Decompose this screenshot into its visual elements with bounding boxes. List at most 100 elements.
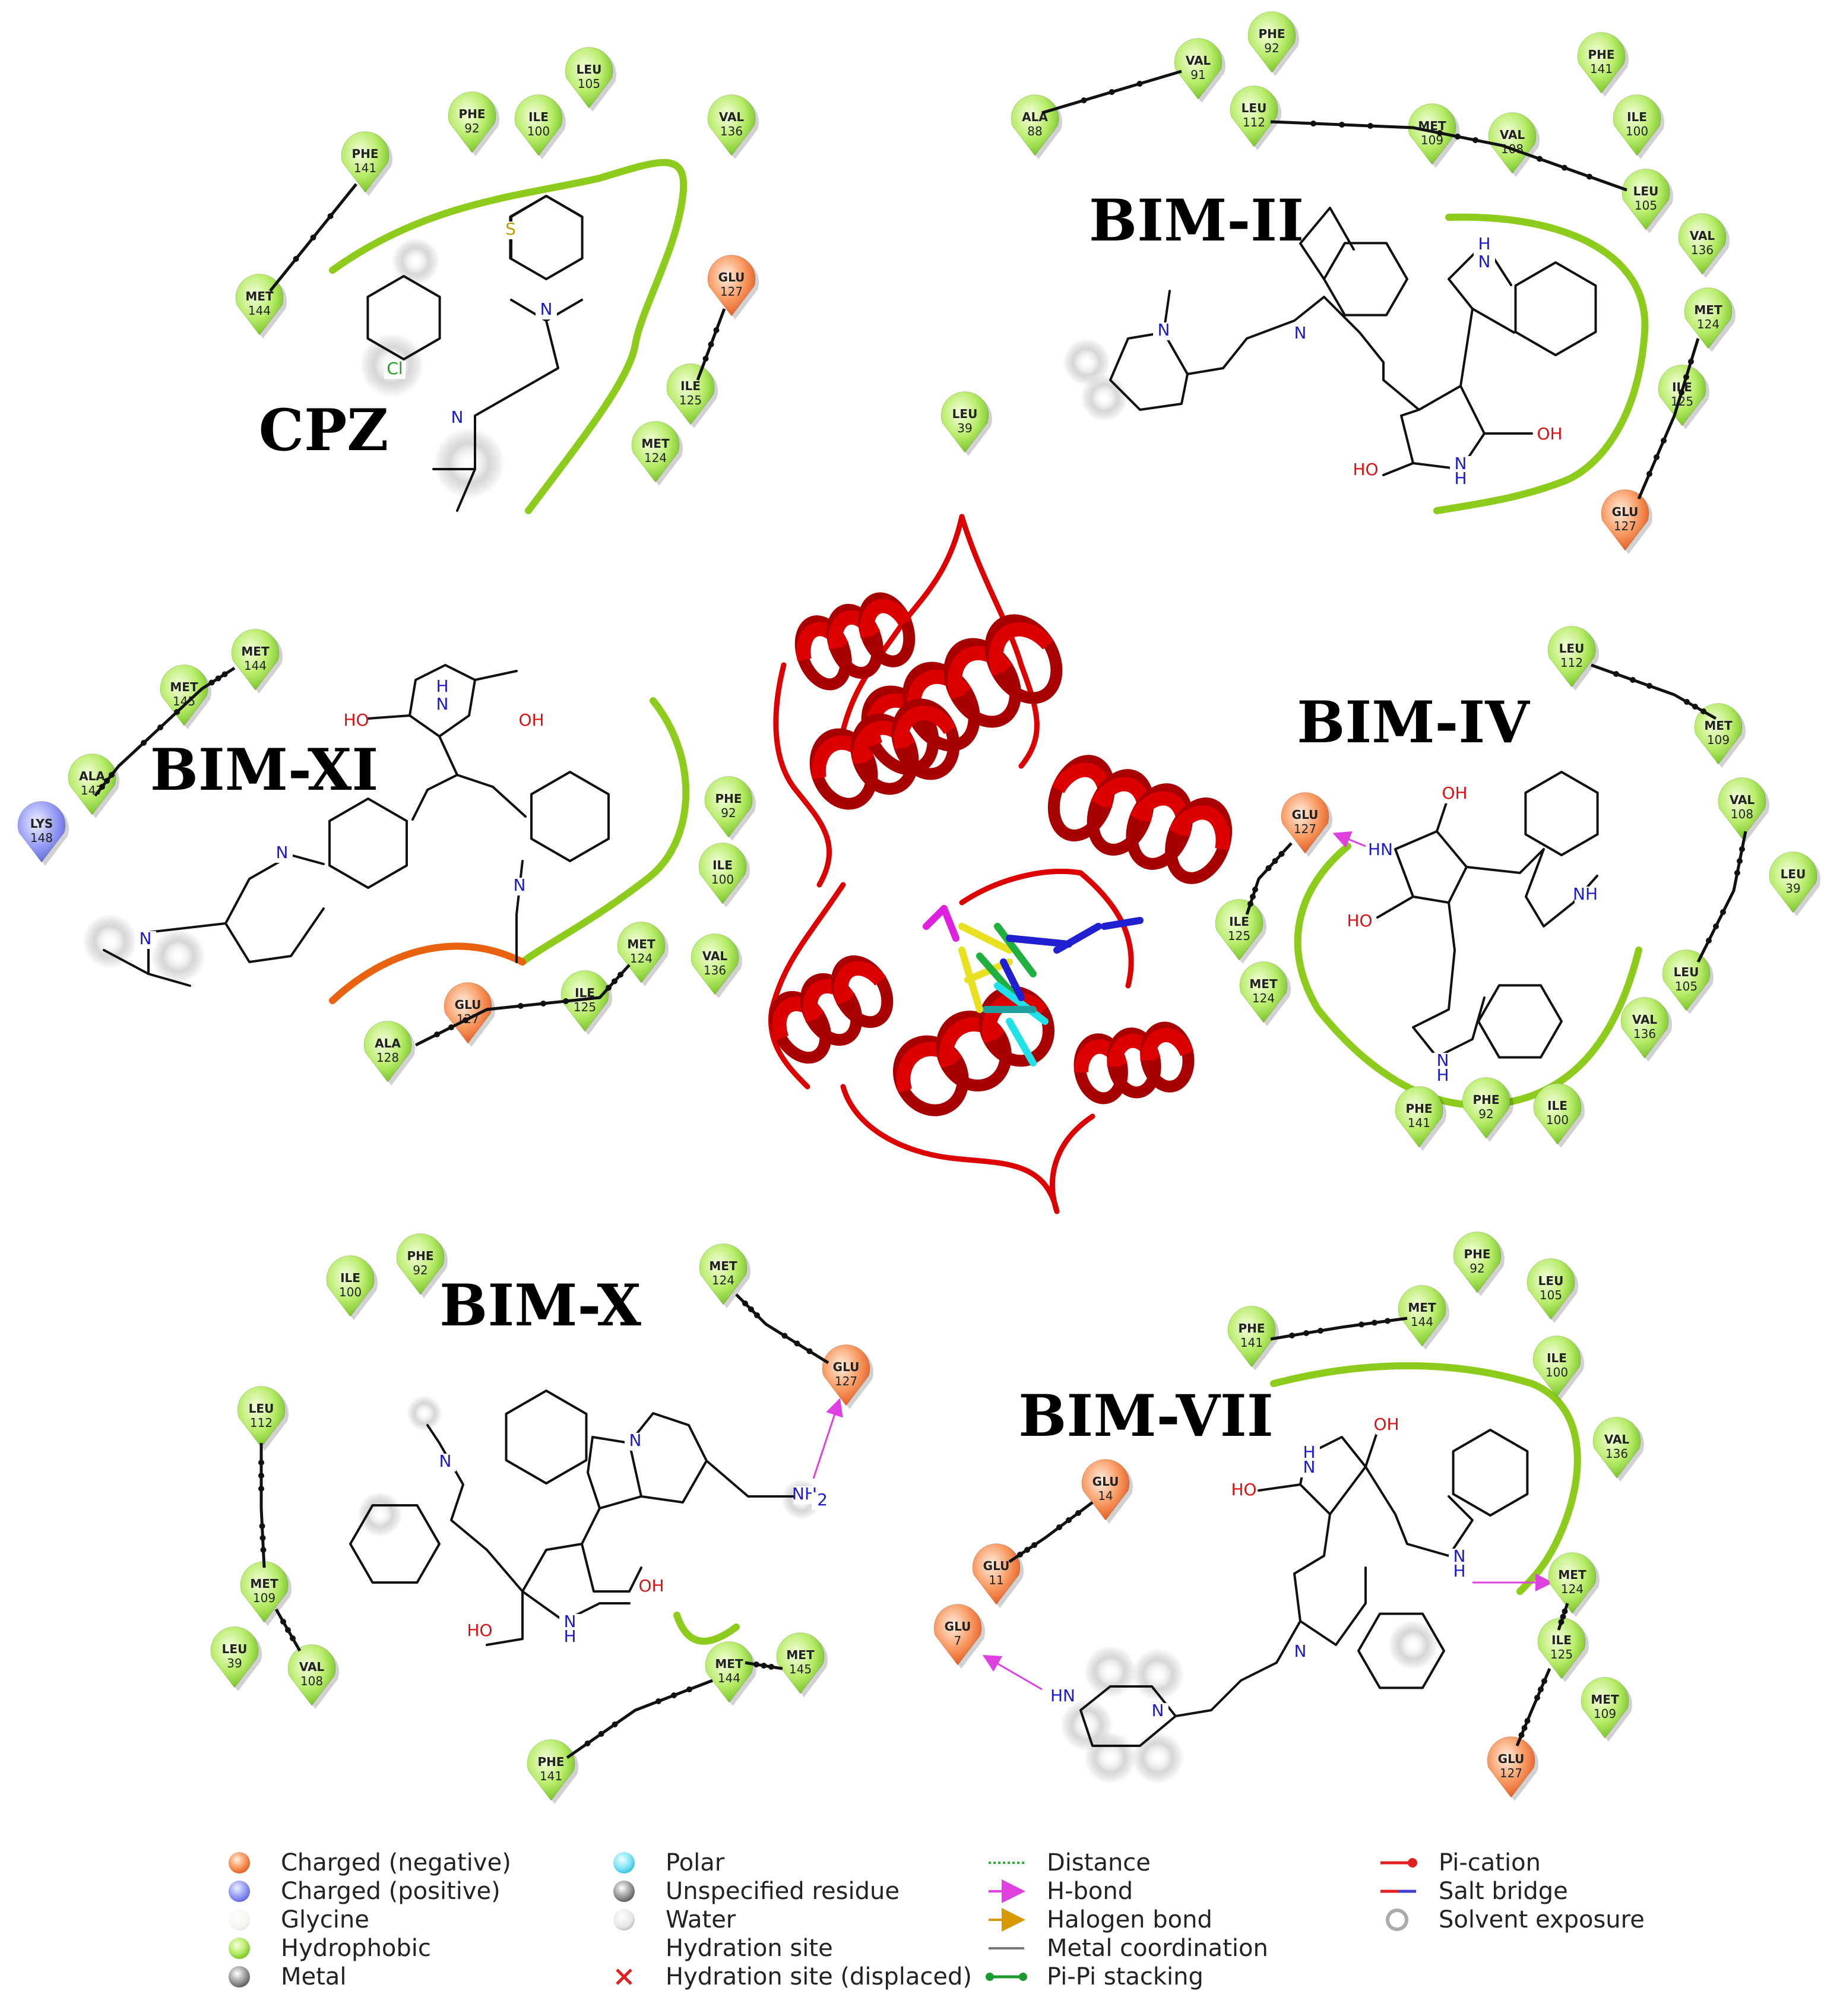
atom-label: S [505, 219, 516, 239]
contact-dot [208, 679, 215, 686]
atom-label: OH [1537, 424, 1562, 444]
contact-line [1696, 831, 1747, 963]
bond [587, 1436, 642, 1509]
residue-number: 127 [1614, 519, 1636, 533]
pocket-outline [1433, 213, 1649, 514]
bond [505, 1390, 588, 1485]
residue-glyph [1239, 961, 1288, 1023]
residue-glyph [68, 754, 116, 815]
contact-dot [1558, 1619, 1565, 1625]
bond [1400, 385, 1486, 470]
contact-dot [1289, 1333, 1295, 1338]
residue-name: LEU [1781, 867, 1806, 881]
helix-turn-back [850, 713, 919, 795]
legend-label: Metal [281, 1963, 346, 1990]
residue-number: 141 [1408, 1116, 1430, 1130]
residue-name: LEU [1633, 184, 1659, 198]
contact-dot [258, 1473, 264, 1479]
residue-name: MET [627, 937, 655, 951]
atom-mask [271, 845, 293, 863]
atom-label: N [1303, 1457, 1316, 1477]
residue-glyph [326, 1255, 375, 1317]
legend-item: Hydrophobic [229, 1935, 431, 1962]
contact-dot [1109, 89, 1115, 95]
contact-dot [768, 1664, 775, 1670]
contact-dot [1654, 454, 1660, 460]
helix-turn-back [943, 638, 1022, 728]
bond [367, 714, 411, 720]
residue-number: 112 [1243, 115, 1265, 129]
residue-name: ILE [340, 1271, 360, 1285]
residue-glyph [940, 391, 989, 453]
contact-dot [1247, 901, 1253, 907]
contact-dot [157, 724, 163, 730]
residue-name: MET [1694, 303, 1722, 317]
residue-number: 109 [1594, 1707, 1616, 1721]
atom-mask [432, 679, 453, 697]
contact-dot [1534, 1695, 1540, 1701]
contact-dot [1739, 846, 1745, 852]
contact-dot [1562, 164, 1567, 171]
residue-glyph [1613, 94, 1661, 156]
helix-turn-back [826, 603, 883, 679]
residue-name: LEU [1242, 101, 1267, 115]
contact-line [735, 1293, 829, 1365]
bond [1186, 296, 1361, 375]
residue-glyph [776, 1632, 825, 1694]
panel-cpz: SNClNPHE141PHE92ILE100LEU105VAL136MET144… [235, 47, 759, 514]
helix-turn-front [834, 961, 886, 1005]
contact-dot [806, 1348, 813, 1354]
residue-number: 145 [789, 1662, 812, 1676]
bond [1358, 308, 1474, 411]
protein-helix [892, 986, 1055, 1116]
residue-number: 105 [1540, 1288, 1562, 1302]
bond [1394, 830, 1468, 904]
residue-glyph [1548, 1552, 1597, 1614]
contact-dot [1692, 704, 1698, 710]
atom-label: H [1454, 469, 1467, 488]
solvent-exposure-ring-icon [1386, 1909, 1408, 1931]
residue-name: MET [170, 680, 198, 694]
helix-turn-back [936, 1010, 1012, 1092]
residue-name: GLU [1092, 1474, 1119, 1489]
contact-dot [1683, 374, 1689, 380]
residue-number: 125 [1228, 929, 1250, 943]
contact-dot [1017, 1552, 1023, 1558]
contact-dot [540, 1001, 546, 1007]
residue-name: GLU [718, 270, 745, 284]
residue-number: 128 [376, 1050, 399, 1065]
residue-number: 92 [721, 806, 736, 820]
contact-dot [1278, 851, 1285, 857]
residue-name: LEU [222, 1642, 248, 1656]
residue-number: 112 [1560, 656, 1583, 670]
helix-turn-back [858, 592, 916, 667]
residue-number: 124 [630, 951, 653, 966]
contact-dot [1537, 156, 1543, 162]
ligand-title: BIM-VII [1018, 1382, 1273, 1450]
residue-number: 141 [540, 1769, 562, 1783]
residue-number: 136 [1691, 243, 1714, 257]
residue-number: 39 [227, 1656, 242, 1670]
legend-label: Hydration site (displaced) [666, 1963, 972, 1990]
protein-structure [768, 514, 1233, 1214]
protein-loop [959, 514, 1040, 769]
ligand-title: CPZ [259, 397, 389, 464]
residue-name: VAL [1632, 1012, 1658, 1027]
residue-glyph [933, 1604, 982, 1666]
atom-label: N [1453, 1546, 1466, 1566]
contact-dot [617, 971, 623, 978]
residue-glyph [448, 91, 496, 153]
residue-glyph [1694, 703, 1743, 765]
residue-name: LEU [577, 62, 602, 77]
